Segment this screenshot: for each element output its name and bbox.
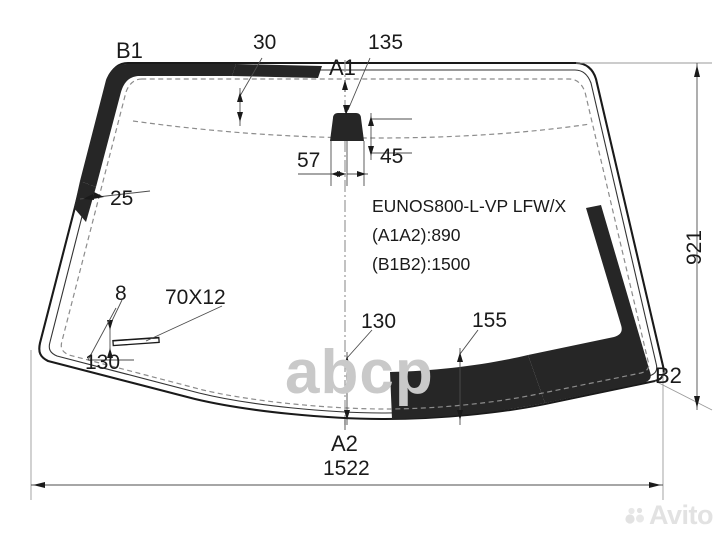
- dimension-70x12: 70X12: [165, 286, 226, 309]
- label-a2: A2: [331, 431, 358, 456]
- dim-arrow-45-top: [368, 116, 374, 126]
- frit-band-b1: [80, 64, 236, 187]
- dimension-155: 155: [472, 309, 508, 332]
- dim-arrow-1522-right: [649, 482, 661, 488]
- dim-arrow-921-bot: [694, 396, 700, 408]
- part-a1a2-spec: (A1A2):890: [372, 225, 461, 245]
- leader-135: [347, 57, 371, 111]
- mirror-mount-patch: [330, 113, 364, 141]
- glass-dashed-inner-outline: [60, 78, 650, 410]
- slot-feature: [112, 336, 160, 347]
- avito-dots-icon: [625, 507, 644, 524]
- dimension-130-left: 130: [85, 351, 121, 374]
- dim-arrow-45-bot: [368, 146, 374, 156]
- dim-arrow-921-top: [694, 65, 700, 77]
- avito-wordmark: Avito: [649, 500, 714, 530]
- dimension-57: 57: [297, 149, 321, 172]
- label-b1: B1: [116, 38, 143, 63]
- leader-130-center: [346, 329, 373, 359]
- dim-arrow-30-bot: [237, 112, 243, 122]
- shade-band-dashed-line: [132, 120, 591, 139]
- leader-70x12: [145, 305, 223, 342]
- dimension-1522: 1522: [323, 457, 370, 480]
- dimension-921: 921: [683, 229, 706, 265]
- frit-band-b1-taper: [232, 64, 322, 78]
- ext-line-bottom-right: [654, 380, 713, 411]
- dimension-25: 25: [110, 187, 134, 210]
- frit-band-b2-lower: [390, 355, 545, 419]
- dim-arrow-57-right: [357, 171, 366, 177]
- glass-inner-edge: [48, 69, 658, 414]
- dim-arrow-25-left: [83, 194, 94, 200]
- label-a1: A1: [329, 55, 356, 80]
- glass-outer-outline: [38, 61, 665, 421]
- dim-arrow-130-center-bot: [344, 410, 350, 420]
- label-b2: B2: [655, 363, 682, 388]
- leader-135-arrow: [343, 105, 350, 115]
- leader-30: [239, 57, 263, 97]
- dim-arrow-a1: [342, 80, 348, 90]
- leader-155: [459, 329, 479, 355]
- dim-arrow-1522-left: [33, 482, 45, 488]
- dimension-45: 45: [380, 145, 404, 168]
- frit-band-b1-lower-taper: [74, 181, 96, 222]
- frit-band-b2: [528, 205, 651, 403]
- part-b1b2-spec: (B1B2):1500: [372, 254, 471, 274]
- dim-arrow-25-right: [93, 192, 104, 199]
- dim-arrow-30-top: [237, 92, 243, 102]
- dimension-130-center: 130: [361, 310, 397, 333]
- watermark-abcp: abcp: [285, 338, 434, 407]
- dimension-8: 8: [115, 282, 127, 305]
- dimension-135: 135: [368, 31, 404, 54]
- dim-arrow-155-bot: [457, 410, 463, 420]
- watermark-avito: Avito: [625, 500, 714, 531]
- dimension-30: 30: [253, 31, 277, 54]
- part-model-code: EUNOS800-L-VP LFW/X: [372, 196, 567, 216]
- dim-arrow-8-bot: [107, 348, 113, 358]
- dim-arrow-57b: [331, 171, 340, 177]
- dim-arrow-130-center-top: [344, 356, 350, 366]
- dim-arrow-155-top: [457, 352, 463, 362]
- leader-130-left-a: [87, 307, 117, 361]
